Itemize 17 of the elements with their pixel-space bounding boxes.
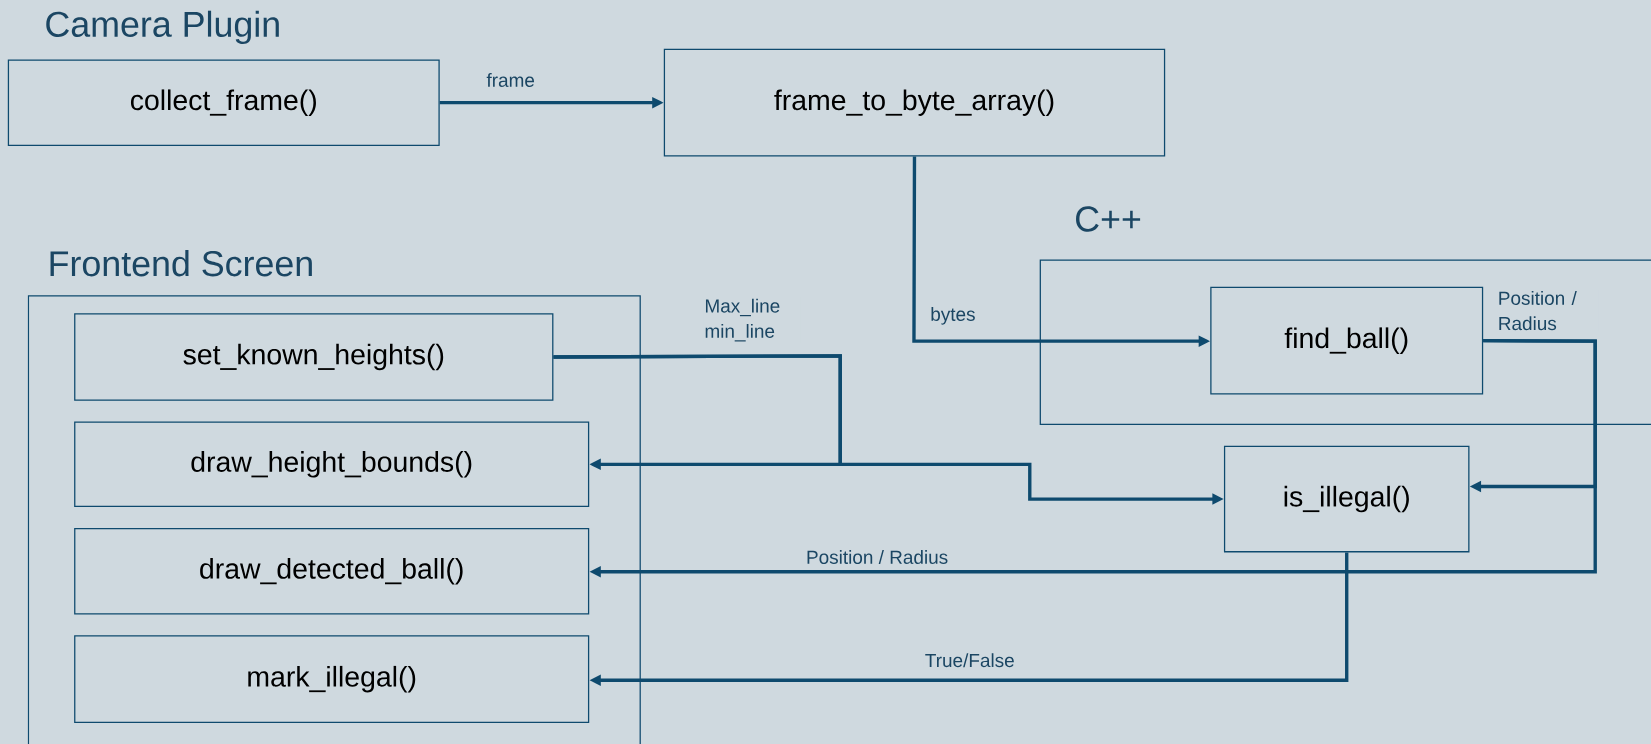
node-label: Frontend Screen xyxy=(50,249,312,277)
edge-label: Position / Radius xyxy=(807,549,948,564)
function-box: draw_height_bounds() xyxy=(74,421,590,507)
edge-label: frame xyxy=(486,72,535,87)
edge-label: Max_line min_line xyxy=(705,298,780,342)
function-box: collect_frame() xyxy=(7,59,440,146)
function-box: is_illegal() xyxy=(1223,445,1470,553)
function-box: find_ball() xyxy=(1210,286,1484,395)
function-box: frame_to_byte_array() xyxy=(663,48,1166,157)
function-box: draw_detected_ball() xyxy=(74,527,590,615)
edge-label: Position / Radius xyxy=(1499,290,1577,330)
function-box: mark_illegal() xyxy=(74,635,590,723)
section-heading: Camera Plugin xyxy=(46,10,279,44)
edge-label: bytes xyxy=(931,306,975,325)
function-box: set_known_heights() xyxy=(74,312,554,401)
edge-label: True/False xyxy=(925,653,1014,667)
node-label: C++ xyxy=(1076,206,1141,232)
